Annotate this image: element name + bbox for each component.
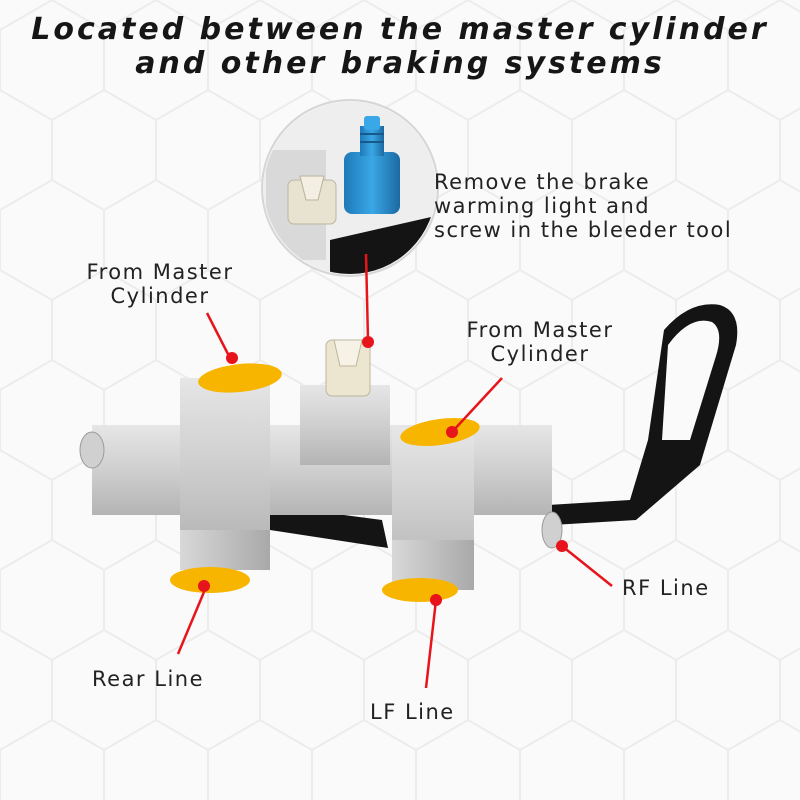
bleeder-tool-inset xyxy=(261,99,439,277)
from-master-right-line-2: Cylinder xyxy=(490,342,590,366)
from-master-left-line-1: From Master xyxy=(86,260,234,284)
bleeder-note-line-3: screw in the bleeder tool xyxy=(434,218,733,242)
valve-body xyxy=(79,339,563,590)
headline-line-2: and other braking systems xyxy=(135,46,665,81)
yellow-port-caps xyxy=(170,363,480,602)
from-master-left-line-2: Cylinder xyxy=(110,284,210,308)
callout-markers xyxy=(198,336,568,606)
rear-line-label: Rear Line xyxy=(92,667,205,691)
rf-line-label: RF Line xyxy=(622,576,710,600)
bleeder-note-line-1: Remove the brake xyxy=(434,170,651,194)
callout-leader-lines xyxy=(176,253,613,689)
from-master-right-line-1: From Master xyxy=(466,318,614,342)
bleeder-note-line-2: warming light and xyxy=(434,194,651,218)
mounting-bracket xyxy=(268,304,738,548)
headline-line-1: Located between the master cylinder xyxy=(31,12,769,47)
lf-line-label: LF Line xyxy=(370,700,455,724)
